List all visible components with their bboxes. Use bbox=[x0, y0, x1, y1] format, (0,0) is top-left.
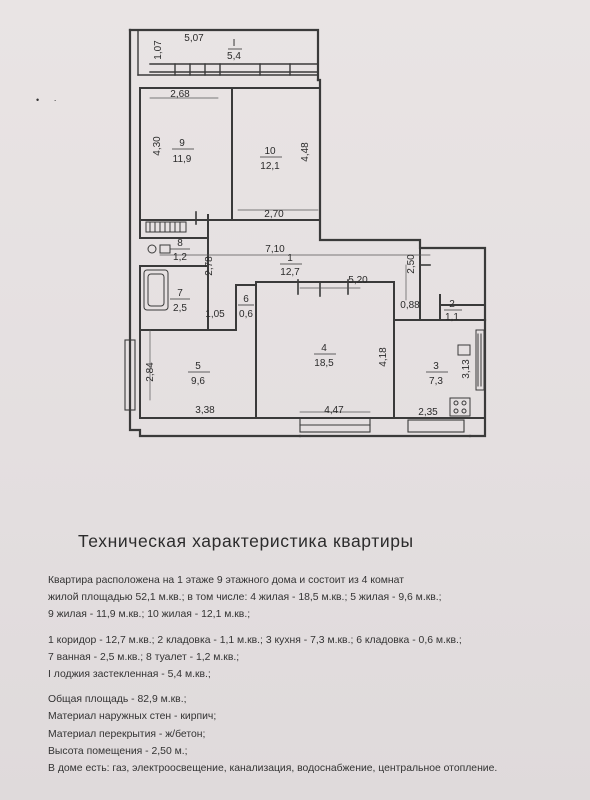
fixtures bbox=[143, 221, 485, 417]
dim-4-18: 4,18 bbox=[378, 347, 389, 367]
room-I-number: I bbox=[233, 38, 236, 49]
dim-2-68: 2,68 bbox=[170, 89, 190, 100]
spacer bbox=[48, 624, 578, 632]
dim-2-70: 2,70 bbox=[264, 209, 284, 220]
room-1-number: 1 bbox=[287, 253, 293, 264]
dimension-lines bbox=[149, 97, 431, 413]
room-10-number: 10 bbox=[264, 146, 276, 157]
room-8-number: 8 bbox=[177, 238, 183, 249]
spec-line: 9 жилая - 11,9 м.кв.; 10 жилая - 12,1 м.… bbox=[48, 609, 251, 621]
spec-line: Материал перекрытия - ж/бетон; bbox=[48, 728, 206, 740]
room-I-area: 5,4 bbox=[227, 51, 241, 62]
room-5-number: 5 bbox=[195, 361, 201, 372]
room-2-number: 2 bbox=[449, 299, 455, 310]
dim-4-47: 4,47 bbox=[324, 405, 344, 416]
room-6-number: 6 bbox=[243, 294, 249, 305]
spec-line: I лоджия застекленная - 5,4 м.кв.; bbox=[48, 668, 211, 680]
spec-line: В доме есть: газ, электроосвещение, кана… bbox=[48, 762, 498, 774]
dim-3-38: 3,38 bbox=[195, 405, 215, 416]
dim-5-07: 5,07 bbox=[184, 33, 204, 44]
dim-4-48: 4,48 bbox=[300, 142, 311, 162]
doors bbox=[195, 211, 431, 297]
room-10-area: 12,1 bbox=[260, 161, 280, 172]
spec-line: жилой площадью 52,1 м.кв.; в том числе: … bbox=[48, 592, 442, 604]
spec-line: Общая площадь - 82,9 м.кв.; bbox=[48, 694, 187, 706]
spec-line: Квартира расположена на 1 этаже 9 этажно… bbox=[48, 575, 404, 586]
room-8-area: 1,2 bbox=[173, 252, 187, 263]
windows bbox=[124, 339, 465, 433]
dim-2-84: 2,84 bbox=[145, 362, 156, 382]
room-5-area: 9,6 bbox=[191, 376, 205, 387]
dimension-labels: 1,07 5,07 2,68 4,30 4,48 2,70 7,10 2,78 … bbox=[145, 33, 472, 418]
room-4-area: 18,5 bbox=[314, 358, 334, 369]
dim-2-78: 2,78 bbox=[204, 256, 215, 276]
room-6-area: 0,6 bbox=[239, 309, 253, 320]
dim-4-30: 4,30 bbox=[152, 136, 163, 156]
spec-line: Высота помещения - 2,50 м.; bbox=[48, 745, 188, 757]
dim-1-07: 1,07 bbox=[153, 40, 164, 60]
room-4-number: 4 bbox=[321, 343, 327, 354]
spec-line: 7 ванная - 2,5 м.кв.; 8 туалет - 1,2 м.к… bbox=[48, 651, 240, 663]
room-7-number: 7 bbox=[177, 288, 183, 299]
page-title: Техническая характеристика квартиры bbox=[78, 531, 414, 551]
room-1-area: 12,7 bbox=[280, 267, 300, 278]
dim-5-20: 5,20 bbox=[348, 275, 368, 286]
room-2-area: 1,1 bbox=[445, 312, 459, 323]
dim-2-50: 2,50 bbox=[406, 254, 417, 274]
spacer bbox=[48, 683, 578, 691]
dim-1-05: 1,05 bbox=[205, 309, 225, 320]
room-3-number: 3 bbox=[433, 361, 439, 372]
spec-line: Материал наружных стен - кирпич; bbox=[48, 711, 217, 723]
room-9-number: 9 bbox=[179, 138, 185, 149]
room-3-area: 7,3 bbox=[429, 376, 443, 387]
room-9-area: 11,9 bbox=[173, 154, 192, 165]
floor-plan: I 5,4 9 11,9 10 12,1 8 1,2 1 12,7 7 2,5 … bbox=[124, 28, 487, 438]
spec-line: 1 коридор - 12,7 м.кв.; 2 кладовка - 1,1… bbox=[48, 634, 462, 646]
dim-3-13: 3,13 bbox=[461, 359, 472, 379]
dim-0-88: 0,88 bbox=[400, 300, 420, 311]
dim-2-35: 2,35 bbox=[418, 407, 438, 418]
loggia-walls bbox=[137, 29, 319, 76]
room-labels: I 5,4 9 11,9 10 12,1 8 1,2 1 12,7 7 2,5 … bbox=[170, 38, 462, 387]
scan-specks: • · bbox=[36, 95, 63, 105]
dim-7-10: 7,10 bbox=[265, 244, 285, 255]
inner-walls bbox=[139, 87, 486, 419]
room-7-area: 2,5 bbox=[173, 303, 187, 314]
specs-block: Квартира расположена на 1 этаже 9 этажно… bbox=[48, 572, 578, 777]
